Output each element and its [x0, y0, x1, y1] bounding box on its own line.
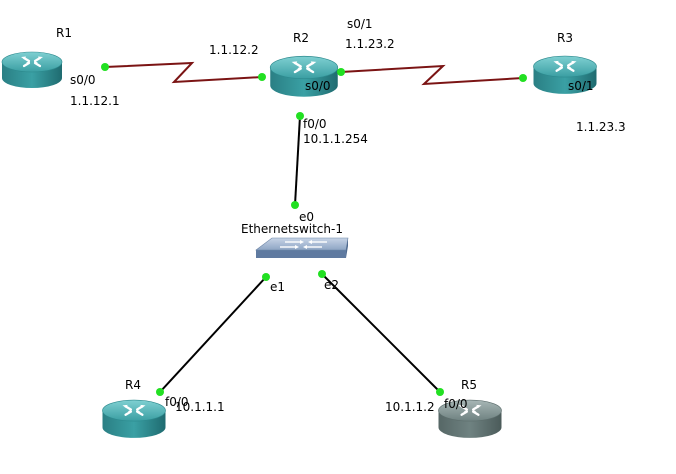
ip-label-r3: 1.1.23.3	[576, 120, 626, 134]
router-icon	[0, 50, 64, 90]
port-dot-r2-s0-0[interactable]	[258, 73, 266, 81]
ethernet-switch-1[interactable]	[255, 237, 349, 258]
device-label-r4: R4	[125, 378, 141, 392]
link-switch-r5[interactable]	[321, 273, 441, 393]
port-dot-switch-e1[interactable]	[262, 273, 270, 281]
device-label-switch: Ethernetswitch-1	[241, 222, 343, 236]
port-label-switch-e2: e2	[324, 278, 339, 292]
link-r1-r2[interactable]	[104, 61, 263, 84]
port-dot-r3-s0-1[interactable]	[519, 74, 527, 82]
link-switch-r4[interactable]	[159, 276, 267, 393]
port-dot-r1-s0-0[interactable]	[101, 63, 109, 71]
port-label-switch-e0: e0	[299, 210, 314, 224]
port-label-r2-f0-0: f0/0	[303, 117, 327, 131]
port-label-r3-s0-1: s0/1	[568, 79, 594, 93]
port-label-r1-s0-0: s0/0	[70, 73, 96, 87]
links	[104, 61, 524, 393]
port-dot-switch-e2[interactable]	[318, 270, 326, 278]
ip-label-r2-serial1: 1.1.23.2	[345, 37, 395, 51]
ip-label-r5: 10.1.1.2	[385, 400, 435, 414]
port-label-switch-e1: e1	[270, 280, 285, 294]
port-dot-r4-f0-0[interactable]	[156, 388, 164, 396]
ip-label-r4: 10.1.1.1	[175, 400, 225, 414]
port-dot-r2-s0-1[interactable]	[337, 68, 345, 76]
port-dots	[101, 63, 527, 396]
ip-label-r2-f0-0: 10.1.1.254	[303, 132, 368, 146]
port-label-r2-s0-0: s0/0	[305, 79, 331, 93]
switch-icon	[255, 237, 349, 258]
link-r2-switch[interactable]	[294, 115, 301, 206]
link-r2-r3[interactable]	[340, 64, 524, 86]
device-label-r1: R1	[56, 26, 72, 40]
ip-label-r2-serial0: 1.1.12.2	[209, 43, 259, 57]
port-dot-switch-e0[interactable]	[291, 201, 299, 209]
device-label-r3: R3	[557, 31, 573, 45]
ip-label-r1: 1.1.12.1	[70, 94, 120, 108]
router-r1[interactable]	[0, 50, 64, 90]
router-icon	[101, 398, 167, 440]
device-label-r5: R5	[461, 378, 477, 392]
router-r4[interactable]	[101, 398, 167, 440]
port-label-r4-f0-0: f0/0	[165, 395, 189, 409]
device-labels: R1 R2 R3 R4 R5 Ethernetswitch-1	[56, 26, 573, 392]
device-label-r2: R2	[293, 31, 309, 45]
port-dot-r2-f0-0[interactable]	[296, 112, 304, 120]
port-label-r2-s0-1: s0/1	[347, 17, 373, 31]
port-label-r5-f0-0: f0/0	[444, 397, 468, 411]
link-labels: s0/0 1.1.12.1 1.1.12.2 s0/0 s0/1 1.1.23.…	[70, 17, 626, 414]
port-dot-r5-f0-0[interactable]	[436, 388, 444, 396]
